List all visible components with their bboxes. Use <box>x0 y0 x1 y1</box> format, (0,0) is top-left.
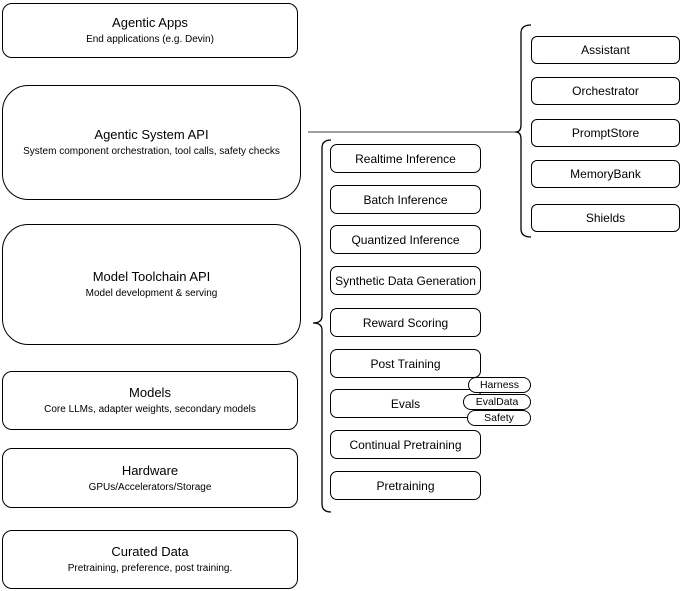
node-assistant: Assistant <box>531 36 680 64</box>
node-label: Batch Inference <box>363 192 448 207</box>
node-label: Continual Pretraining <box>349 437 462 452</box>
node-reward-scoring: Reward Scoring <box>330 308 481 337</box>
node-title: Model Toolchain API <box>92 269 211 284</box>
node-subtitle: System component orchestration, tool cal… <box>23 146 280 157</box>
pill-label: Harness <box>479 379 520 391</box>
node-agentic-system-api: Agentic System API System component orch… <box>2 85 301 200</box>
pill-label: Safety <box>484 412 514 424</box>
node-label: Orchestrator <box>572 84 639 98</box>
node-title: Curated Data <box>111 544 189 559</box>
node-label: Realtime Inference <box>355 151 456 166</box>
node-continual-pretraining: Continual Pretraining <box>330 430 481 459</box>
node-label: Post Training <box>370 356 441 371</box>
node-label: Quantized Inference <box>351 232 460 247</box>
toolchain-group-brace <box>312 139 332 513</box>
node-title: Hardware <box>121 462 179 478</box>
node-model-toolchain-api: Model Toolchain API Model development & … <box>2 224 301 345</box>
node-label: PromptStore <box>571 126 640 140</box>
node-title: Agentic System API <box>94 127 209 142</box>
node-shields: Shields <box>531 204 680 232</box>
node-label: Reward Scoring <box>362 315 449 330</box>
node-subtitle: End applications (e.g. Devin) <box>86 34 214 45</box>
node-post-training: Post Training <box>330 349 481 378</box>
pill-label: EvalData <box>475 396 519 408</box>
node-pretraining: Pretraining <box>330 471 481 500</box>
node-curated-data: Curated Data Pretraining, preference, po… <box>2 530 298 589</box>
node-label: Evals <box>390 396 421 411</box>
node-subtitle: GPUs/Accelerators/Storage <box>88 481 212 493</box>
node-agentic-apps: Agentic Apps End applications (e.g. Devi… <box>2 3 298 58</box>
node-realtime-inference: Realtime Inference <box>330 144 481 173</box>
node-synthetic-data-generation: Synthetic Data Generation <box>330 266 481 295</box>
node-hardware: Hardware GPUs/Accelerators/Storage <box>2 448 298 508</box>
node-label: Pretraining <box>376 478 435 493</box>
evals-tag-safety: Safety <box>467 410 531 426</box>
node-promptstore: PromptStore <box>531 119 680 147</box>
node-label: Assistant <box>581 43 630 57</box>
node-models: Models Core LLMs, adapter weights, secon… <box>2 371 298 430</box>
node-subtitle: Pretraining, preference, post training. <box>67 563 233 574</box>
system-group-brace <box>515 24 532 238</box>
node-subtitle: Model development & serving <box>85 288 218 299</box>
node-title: Agentic Apps <box>112 15 188 30</box>
node-memorybank: MemoryBank <box>531 160 680 188</box>
node-label: MemoryBank <box>570 167 641 181</box>
node-quantized-inference: Quantized Inference <box>330 225 481 254</box>
evals-tag-evaldata: EvalData <box>463 394 531 410</box>
node-evals: Evals <box>330 389 481 418</box>
node-orchestrator: Orchestrator <box>531 77 680 105</box>
node-subtitle: Core LLMs, adapter weights, secondary mo… <box>44 404 256 415</box>
node-label: Shields <box>585 211 626 225</box>
node-title: Models <box>129 385 171 400</box>
evals-tag-harness: Harness <box>468 377 531 393</box>
node-label: Synthetic Data Generation <box>335 273 476 288</box>
node-batch-inference: Batch Inference <box>330 185 481 214</box>
